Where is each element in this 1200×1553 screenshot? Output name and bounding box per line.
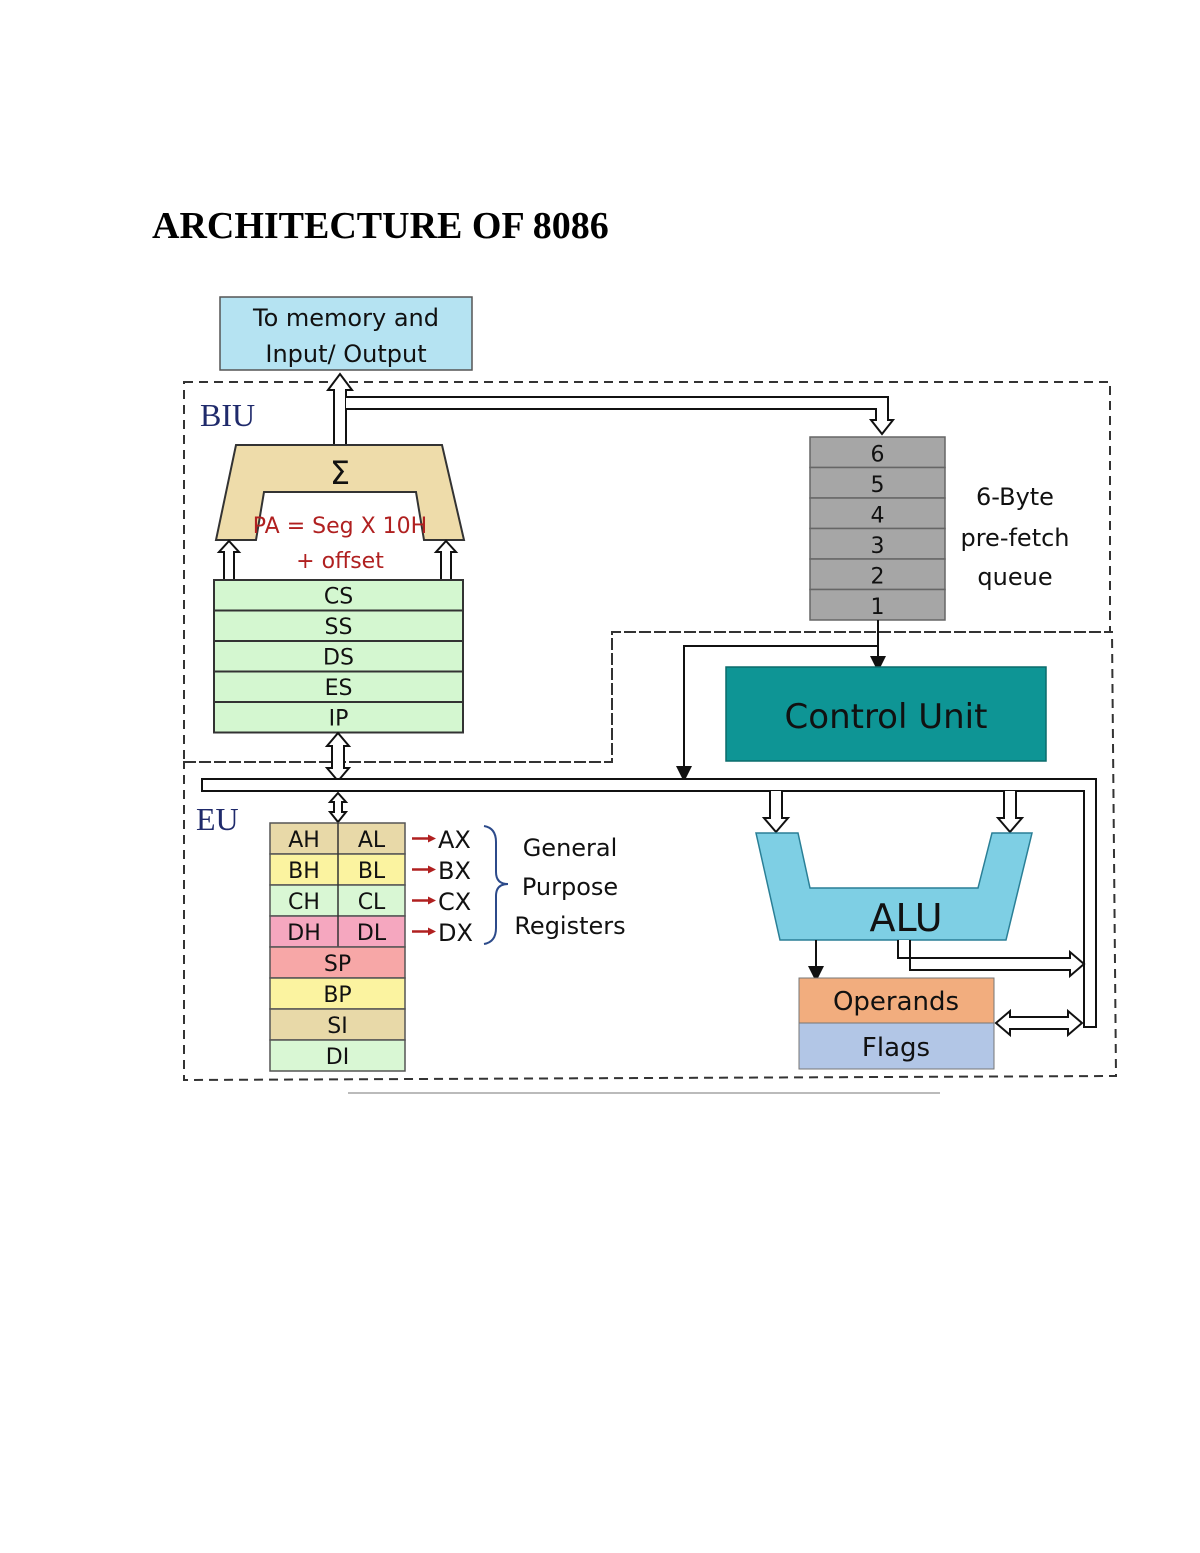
memory-io-box bbox=[219, 296, 473, 371]
eu-label: EU bbox=[196, 801, 239, 837]
segment-register-label: DS bbox=[323, 646, 354, 671]
segment-register-label: ES bbox=[325, 676, 353, 701]
prefetch-queue: 6 5 4 3 2 1 bbox=[809, 436, 946, 621]
queue-slot bbox=[809, 527, 946, 560]
alu-label: ALU bbox=[869, 896, 942, 940]
segment-to-adder-arrow-left bbox=[216, 539, 242, 580]
pointer-index-register bbox=[269, 1039, 406, 1072]
segment-register-label: CS bbox=[324, 585, 353, 610]
alu-output-arrow bbox=[897, 940, 1086, 979]
control-unit-label: Control Unit bbox=[785, 697, 988, 737]
operands-label: Operands bbox=[833, 987, 959, 1017]
queue-label-1: 6-Byte bbox=[976, 483, 1054, 511]
flags-box bbox=[798, 1022, 995, 1070]
bus-to-alu-right bbox=[995, 791, 1025, 834]
register-pair-label: AX bbox=[438, 826, 471, 854]
queue-bus-arrow bbox=[346, 396, 896, 436]
segment-register-label: SS bbox=[325, 615, 353, 640]
pointer-index-register bbox=[269, 946, 406, 979]
segment-register-label: IP bbox=[329, 707, 349, 732]
operands-box bbox=[798, 977, 995, 1024]
address-formula-1: PA = Seg X 10H bbox=[253, 514, 427, 539]
gpr-label-2: Purpose bbox=[522, 873, 618, 901]
pointer-index-registers: SP BP SI DI bbox=[269, 946, 406, 1072]
queue-slot-label: 3 bbox=[871, 534, 885, 559]
gpr-label-1: General bbox=[523, 834, 618, 862]
address-formula-2: + offset bbox=[296, 549, 384, 574]
pointer-index-register-label: BP bbox=[323, 983, 351, 1008]
queue-slot bbox=[809, 497, 946, 530]
register-high-label: AH bbox=[288, 828, 320, 853]
adder-sigma: Σ bbox=[330, 454, 350, 492]
biu-eu-bus-arrow bbox=[324, 731, 352, 783]
pointer-index-register-label: DI bbox=[326, 1045, 349, 1070]
bus-to-alu-left bbox=[761, 791, 791, 834]
segment-registers: CS SS DS ES IP bbox=[213, 579, 464, 734]
register-pair-label: CX bbox=[438, 888, 471, 916]
segment-register-cell bbox=[213, 701, 464, 734]
queue-slot bbox=[809, 588, 946, 621]
queue-slot-label: 4 bbox=[871, 504, 885, 529]
gpr-label-3: Registers bbox=[514, 912, 625, 940]
memory-io-label-1: To memory and bbox=[252, 304, 439, 332]
flags-bus-arrow bbox=[994, 1008, 1084, 1038]
queue-slot-label: 6 bbox=[871, 443, 885, 468]
register-pair-arrowhead bbox=[428, 896, 436, 905]
register-high-label: BH bbox=[288, 859, 320, 884]
queue-label-3: queue bbox=[977, 563, 1052, 591]
pointer-index-register-label: SP bbox=[324, 952, 351, 977]
pointer-index-register-label: SI bbox=[327, 1014, 347, 1039]
register-low-label: AL bbox=[358, 828, 386, 853]
biu-label: BIU bbox=[200, 397, 255, 433]
gpr-brace bbox=[483, 825, 509, 945]
segment-register-cell bbox=[213, 579, 464, 612]
page-title: ARCHITECTURE OF 8086 bbox=[152, 205, 609, 247]
alu-shape bbox=[755, 832, 1033, 941]
register-pair-label: BX bbox=[438, 857, 471, 885]
register-low-label: DL bbox=[357, 921, 387, 946]
internal-data-bus bbox=[201, 778, 1097, 1028]
flags-label: Flags bbox=[862, 1033, 930, 1063]
register-pair-arrowhead bbox=[428, 927, 436, 936]
address-bus-arrow bbox=[326, 372, 354, 445]
queue-slot-label: 1 bbox=[871, 595, 885, 620]
segment-to-adder-arrow-right bbox=[433, 539, 459, 580]
queue-slot-label: 5 bbox=[871, 473, 885, 498]
register-high-label: DH bbox=[287, 921, 320, 946]
queue-slot-label: 2 bbox=[871, 565, 885, 590]
register-pair-arrowhead bbox=[428, 834, 436, 843]
queue-slot bbox=[809, 466, 946, 499]
segment-register-cell bbox=[213, 640, 464, 673]
queue-to-bus-line bbox=[676, 645, 878, 782]
memory-io-label-2: Input/ Output bbox=[265, 340, 426, 368]
bus-to-registers-arrow bbox=[327, 791, 349, 824]
control-unit-box bbox=[725, 666, 1047, 762]
eu-boundary bbox=[183, 631, 1118, 1082]
register-pair-arrowhead bbox=[428, 865, 436, 874]
general-purpose-registers: AH AL AX BH BL BX CH CL CX DH DL DX bbox=[269, 822, 473, 948]
queue-label-2: pre-fetch bbox=[960, 524, 1069, 552]
register-high-label: CH bbox=[288, 890, 320, 915]
register-low-label: BL bbox=[358, 859, 386, 884]
register-pair-label: DX bbox=[438, 919, 473, 947]
register-low-label: CL bbox=[358, 890, 386, 915]
pointer-index-register bbox=[269, 977, 406, 1010]
